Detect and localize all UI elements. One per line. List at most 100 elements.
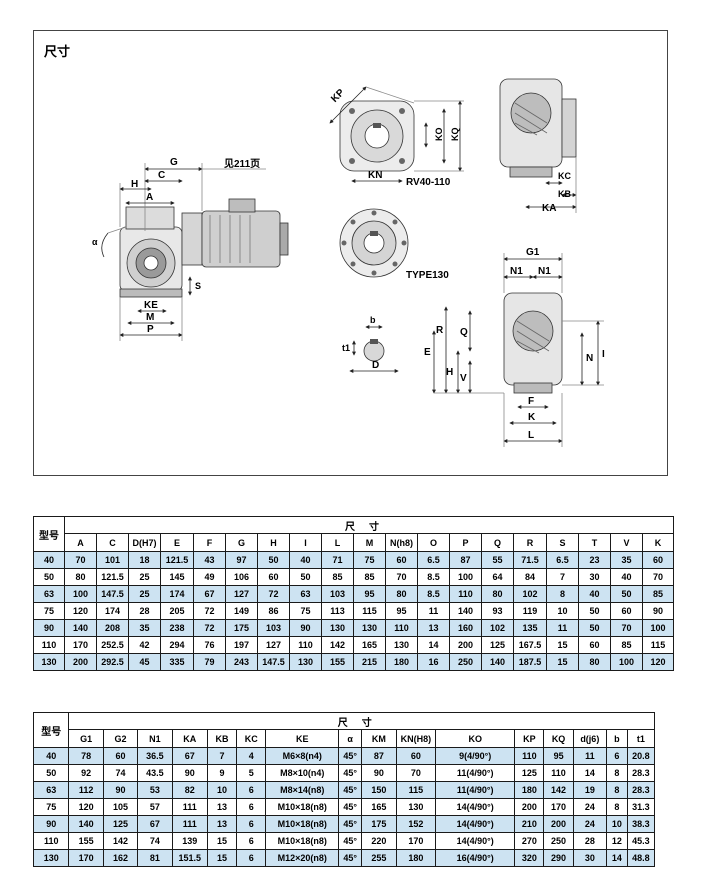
table-cell: 70 <box>641 568 675 586</box>
table-cell: 111 <box>171 815 208 833</box>
column-header: G <box>225 533 258 552</box>
table-cell: 70 <box>610 619 643 637</box>
model-header: 型号 <box>32 712 70 748</box>
table-cell: 30 <box>572 849 607 867</box>
dim-label-kp: KP <box>329 87 347 105</box>
table-cell: 10 <box>605 815 628 833</box>
table-cell: 60 <box>257 568 290 586</box>
column-header: G2 <box>102 729 139 748</box>
column-header: Q <box>481 533 514 552</box>
table-cell: 8 <box>605 764 628 782</box>
flange-rv-view: KP KO KQ KN RV40-110 <box>329 86 464 188</box>
dim-label-c: C <box>158 170 165 181</box>
table-cell: 16(4/90°) <box>435 849 516 867</box>
table-cell: 72 <box>193 619 226 637</box>
column-header: M <box>353 533 386 552</box>
table-cell: 35 <box>128 619 161 637</box>
model-header: 型号 <box>33 516 65 552</box>
table-cell: 20.8 <box>626 747 656 765</box>
table-cell: 85 <box>641 585 675 603</box>
dim-label-r: R <box>436 325 444 336</box>
column-header: O <box>417 533 450 552</box>
dim-label-e: E <box>424 347 431 358</box>
table-cell: 90 <box>289 619 322 637</box>
table-cell: 45° <box>338 781 363 799</box>
table-cell: 180 <box>385 653 418 671</box>
table-cell: 78 <box>68 747 104 765</box>
table-cell: 142 <box>543 781 574 799</box>
table-cell: 175 <box>225 619 258 637</box>
table-cell: 90 <box>641 602 675 620</box>
column-header: N1 <box>137 729 173 748</box>
table-cell: M12×20(n8) <box>265 849 340 867</box>
table-cell: 43 <box>193 551 226 569</box>
table-cell: 40 <box>289 551 322 569</box>
table-cell: 14 <box>605 849 628 867</box>
model-cell: 40 <box>32 747 70 765</box>
table-cell: 67 <box>171 747 208 765</box>
table-cell: 180 <box>514 781 545 799</box>
table-cell: 30 <box>578 568 611 586</box>
table-cell: 70 <box>64 551 97 569</box>
table-cell: 8.5 <box>417 568 450 586</box>
table-cell: 95 <box>353 585 386 603</box>
table-cell: 80 <box>578 653 611 671</box>
table-cell: 19 <box>572 781 607 799</box>
table-cell: 50 <box>578 619 611 637</box>
column-header: P <box>449 533 482 552</box>
table-cell: 75 <box>289 602 322 620</box>
table-cell: 40 <box>578 585 611 603</box>
table-cell: 70 <box>395 764 437 782</box>
table-cell: 10 <box>546 602 579 620</box>
model-cell: 63 <box>32 781 70 799</box>
table-cell: 130 <box>289 653 322 671</box>
table-cell: 79 <box>193 653 226 671</box>
table-cell: 11 <box>572 747 607 765</box>
column-header: S <box>546 533 579 552</box>
dim-label-q: Q <box>460 327 468 338</box>
table-cell: 53 <box>137 781 173 799</box>
table-cell: 93 <box>481 602 514 620</box>
table-cell: 97 <box>225 551 258 569</box>
table-cell: 208 <box>96 619 129 637</box>
table-cell: 120 <box>68 798 104 816</box>
table-cell: 155 <box>321 653 354 671</box>
table-cell: 45 <box>128 653 161 671</box>
column-header: KA <box>171 729 208 748</box>
table-cell: 63 <box>289 585 322 603</box>
table-cell: 9 <box>206 764 238 782</box>
table-cell: 250 <box>449 653 482 671</box>
table-cell: 25 <box>128 568 161 586</box>
front-view: G1 N1 N1 R E Q H V N <box>424 247 605 447</box>
dimension-drawing: G 见211页 C H A α S KE M <box>92 78 605 447</box>
column-header: I <box>289 533 322 552</box>
table-cell: 85 <box>353 568 386 586</box>
table-cell: 113 <box>321 602 354 620</box>
column-header: H <box>257 533 290 552</box>
dim-label-km: KQ <box>450 128 460 142</box>
table-cell: 250 <box>543 832 574 850</box>
column-header: KM <box>361 729 397 748</box>
table-cell: 11 <box>417 602 450 620</box>
column-header: d(j6) <box>572 729 607 748</box>
table-cell: 165 <box>361 798 397 816</box>
column-header: N(h8) <box>385 533 418 552</box>
table-cell: 165 <box>353 636 386 654</box>
column-header: KE <box>265 729 340 748</box>
table-cell: 14(4/90°) <box>435 832 516 850</box>
table-cell: 50 <box>257 551 290 569</box>
table-cell: M10×18(n8) <box>265 815 340 833</box>
column-header: G1 <box>68 729 104 748</box>
table-cell: 87 <box>449 551 482 569</box>
table-cell: 149 <box>225 602 258 620</box>
table-cell: 170 <box>543 798 574 816</box>
table-cell: 38.3 <box>626 815 656 833</box>
table-cell: 139 <box>171 832 208 850</box>
table-cell: 60 <box>610 602 643 620</box>
table-cell: 110 <box>385 619 418 637</box>
table-cell: 6 <box>236 798 267 816</box>
table-cell: 205 <box>160 602 194 620</box>
